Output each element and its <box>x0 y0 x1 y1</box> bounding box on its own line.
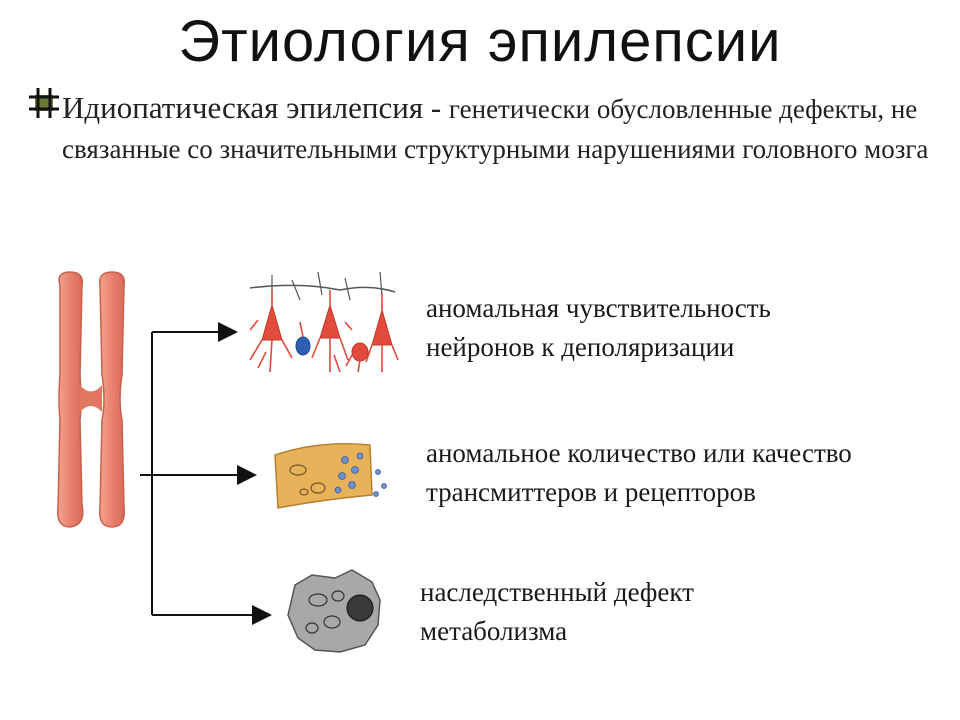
label-line: метаболизма <box>420 616 568 646</box>
label-line: нейронов к деполяризации <box>426 332 735 362</box>
intro-paragraph: Идиопатическая эпилепсия - генетически о… <box>62 88 942 169</box>
connector-lines <box>140 322 272 625</box>
cell-icon <box>287 569 381 653</box>
label-line: аномальное количество или качество <box>426 438 852 468</box>
outcome-label-transmitters: аномальное количество или качество транс… <box>426 434 946 512</box>
bullet-icon <box>29 88 59 118</box>
label-line: наследственный дефект <box>420 577 694 607</box>
label-line: трансмиттеров и рецепторов <box>426 477 756 507</box>
outcome-label-neuron-sensitivity: аномальная чувствительность нейронов к д… <box>426 289 926 367</box>
slide-title: Этиология эпилепсии <box>178 9 782 74</box>
outcome-label-metabolism: наследственный дефект метаболизма <box>420 573 860 651</box>
label-line: аномальная чувствительность <box>426 293 771 323</box>
chromosome-icon <box>57 271 125 528</box>
neurons-icon <box>249 271 399 373</box>
intro-lead: Идиопатическая эпилепсия - <box>62 90 449 125</box>
synapse-terminal-icon <box>274 443 387 509</box>
intro-rest: генетически обусловленные дефекты, не св… <box>62 94 929 164</box>
